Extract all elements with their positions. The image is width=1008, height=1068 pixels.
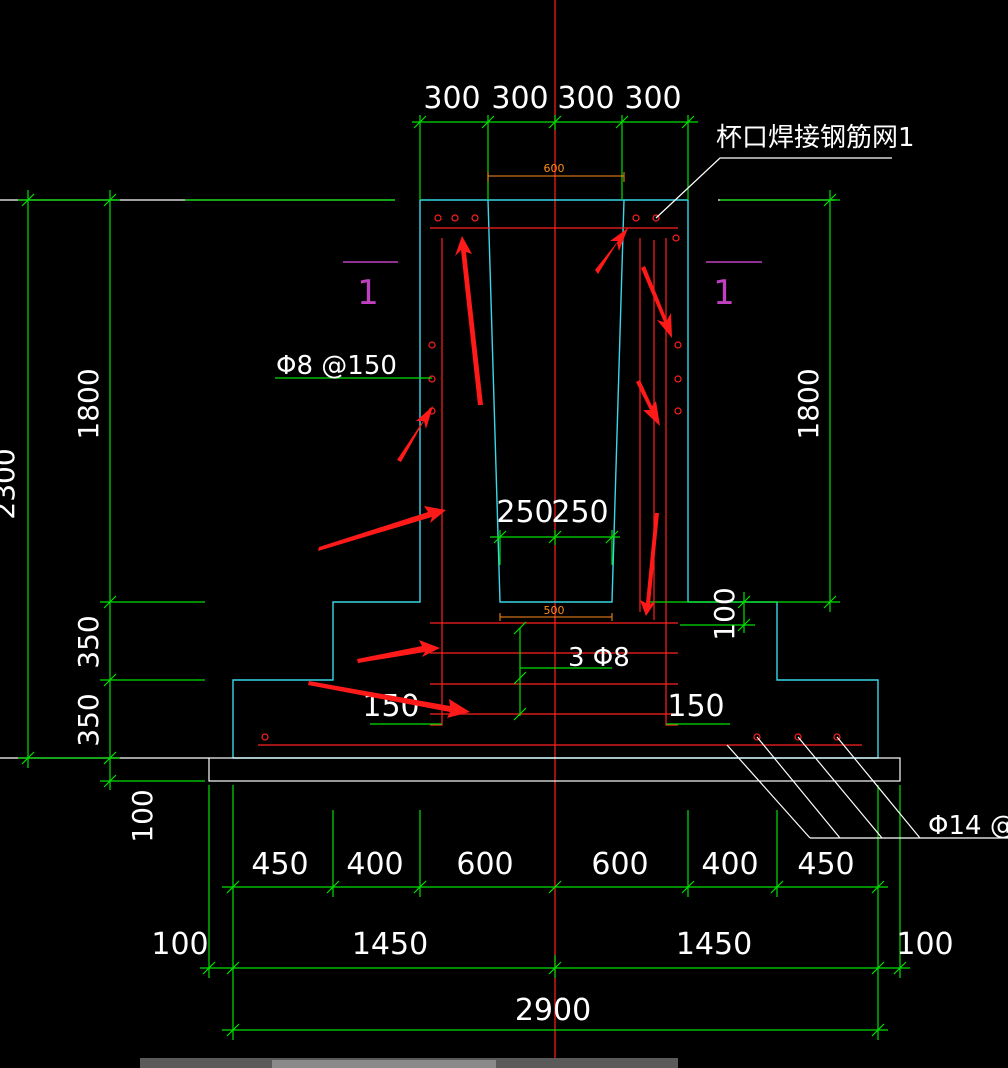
svg-text:600: 600 [456,847,513,882]
left-dim-100: 100 [126,789,159,842]
cushion-layer [208,757,901,782]
svg-text:450: 450 [251,847,308,882]
arrow-icon [640,513,659,616]
arrow-icon [318,506,446,551]
bottom-bar-note: Φ14 @1 [928,811,1008,841]
svg-text:1450: 1450 [352,927,428,962]
arrow-icon [595,228,628,274]
bar-note: 3 Φ8 [568,643,630,673]
side-150-right: 150 [667,689,724,724]
cup-half-left: 250 [496,495,553,530]
cup-top-dim: 600 [544,162,565,175]
section-mark-right: 1 [713,273,735,313]
top-dim-texts: 300 300 300 300 [423,81,681,116]
svg-text:300: 300 [624,81,681,116]
arrow-icon [641,266,672,338]
left-dim-1800: 1800 [72,368,105,439]
left-dim-350a: 350 [72,615,105,668]
svg-text:300: 300 [557,81,614,116]
scrollbar-thumb[interactable] [272,1060,496,1068]
rebar-circles [261,214,841,741]
mesh-note: 杯口焊接钢筋网1 [716,123,915,153]
cup-small-dims [487,172,625,621]
right-dim-100: 100 [708,587,741,640]
arrow-icon [455,236,483,405]
arrow-icon [636,380,660,426]
mesh-leader [655,157,892,219]
svg-text:450: 450 [797,847,854,882]
total-dim: 2900 [515,993,591,1028]
section-mark-left: 1 [357,273,379,313]
bottom-bar-leaders [726,736,1008,839]
svg-text:100: 100 [896,927,953,962]
bottom-dims-row1: 450 400 600 600 400 450 [251,847,854,882]
svg-text:1450: 1450 [676,927,752,962]
arrow-icon [357,640,440,663]
stirrup-note: Φ8 @150 [276,351,397,381]
svg-text:600: 600 [591,847,648,882]
dimension-lines [18,115,910,1040]
annotation-arrows [308,228,672,718]
svg-text:300: 300 [491,81,548,116]
svg-text:300: 300 [423,81,480,116]
cup-bottom-dim: 500 [544,604,565,617]
cup-half-right: 250 [551,495,608,530]
bottom-dims-row2: 100 1450 1450 100 [151,927,953,962]
arrow-icon [308,681,470,718]
left-dim-350b: 350 [72,693,105,746]
left-dim-2300: 2300 [0,448,21,519]
arrow-icon [397,406,433,462]
svg-text:100: 100 [151,927,208,962]
right-dim-1800: 1800 [792,368,825,439]
svg-text:400: 400 [346,847,403,882]
svg-text:400: 400 [701,847,758,882]
